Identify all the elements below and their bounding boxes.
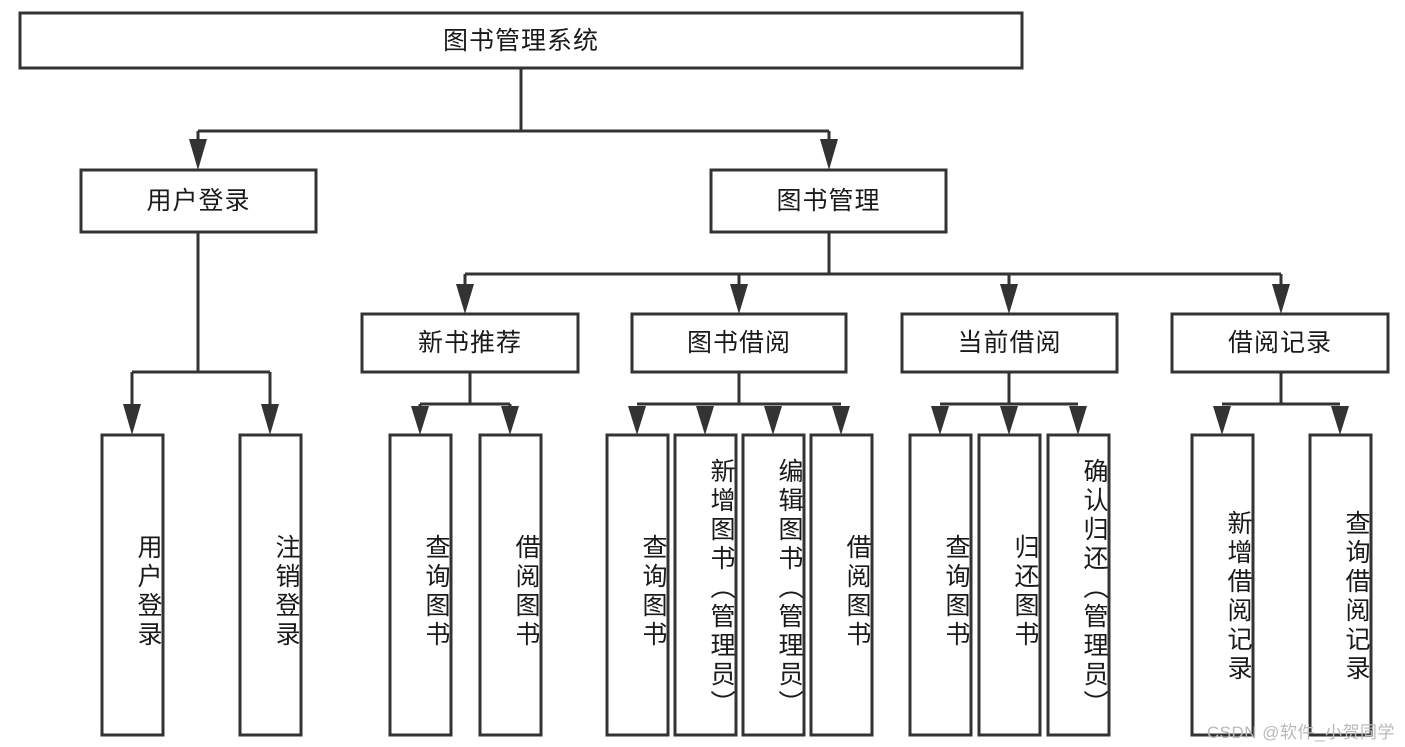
node-box-leaf-borrow-book-1[interactable] bbox=[478, 433, 543, 737]
arrow-head-book-management bbox=[820, 139, 838, 170]
connector-group-new-book-recommend bbox=[411, 372, 519, 435]
arrow-head-new-book-recommend bbox=[456, 284, 474, 314]
arrow-head-leaf-confirm-return bbox=[1069, 406, 1087, 435]
node-box-leaf-add-record[interactable] bbox=[1190, 433, 1255, 737]
arrow-head-leaf-add-book bbox=[696, 406, 714, 435]
node-box-current-borrow[interactable] bbox=[900, 312, 1119, 374]
node-box-borrow-record[interactable] bbox=[1170, 312, 1390, 374]
arrow-head-leaf-query-book-2 bbox=[628, 406, 646, 435]
arrow-head-book-borrow bbox=[730, 284, 748, 314]
node-box-leaf-user-login[interactable] bbox=[100, 433, 165, 737]
arrow-head-leaf-query-record bbox=[1331, 406, 1349, 435]
node-box-leaf-confirm-return[interactable] bbox=[1046, 433, 1111, 737]
node-box-leaf-logout-login[interactable] bbox=[238, 433, 303, 737]
arrow-head-leaf-borrow-book-1 bbox=[501, 406, 519, 435]
node-box-leaf-query-book-1[interactable] bbox=[388, 433, 453, 737]
connector-group-book-management bbox=[456, 232, 1290, 314]
arrow-head-leaf-return-book bbox=[1000, 406, 1018, 435]
node-box-book-management[interactable] bbox=[709, 168, 948, 234]
node-box-user-login[interactable] bbox=[79, 168, 318, 234]
node-box-leaf-borrow-book-2[interactable] bbox=[809, 433, 874, 737]
arrow-head-leaf-query-book-3 bbox=[931, 406, 949, 435]
connector-group-book-borrow bbox=[628, 372, 850, 435]
arrow-head-leaf-edit-book bbox=[764, 406, 782, 435]
node-box-leaf-add-book[interactable] bbox=[673, 433, 738, 737]
arrow-head-borrow-record bbox=[1272, 284, 1290, 314]
node-box-leaf-edit-book[interactable] bbox=[741, 433, 806, 737]
node-box-new-book-recommend[interactable] bbox=[360, 312, 580, 374]
arrow-head-leaf-add-record bbox=[1213, 406, 1231, 435]
arrow-head-leaf-borrow-book-2 bbox=[832, 406, 850, 435]
arrow-head-current-borrow bbox=[1000, 284, 1018, 314]
arrow-head-leaf-logout-login bbox=[261, 404, 279, 435]
node-box-book-borrow[interactable] bbox=[630, 312, 848, 374]
node-box-leaf-query-book-2[interactable] bbox=[605, 433, 670, 737]
connector-group-user-login bbox=[123, 232, 279, 435]
arrow-head-leaf-query-book-1 bbox=[411, 406, 429, 435]
node-box-leaf-return-book[interactable] bbox=[977, 433, 1042, 737]
arrow-head-user-login bbox=[189, 139, 207, 170]
connector-group-borrow-record bbox=[1213, 372, 1349, 435]
node-box-leaf-query-record[interactable] bbox=[1308, 433, 1373, 737]
node-box-root[interactable] bbox=[18, 11, 1024, 70]
arrow-head-leaf-user-login bbox=[123, 404, 141, 435]
node-box-leaf-query-book-3[interactable] bbox=[908, 433, 973, 737]
watermark-text: CSDN @软件_小贺同学 bbox=[1206, 723, 1395, 742]
connector-group-root bbox=[189, 68, 838, 170]
connector-group-current-borrow bbox=[931, 372, 1087, 435]
